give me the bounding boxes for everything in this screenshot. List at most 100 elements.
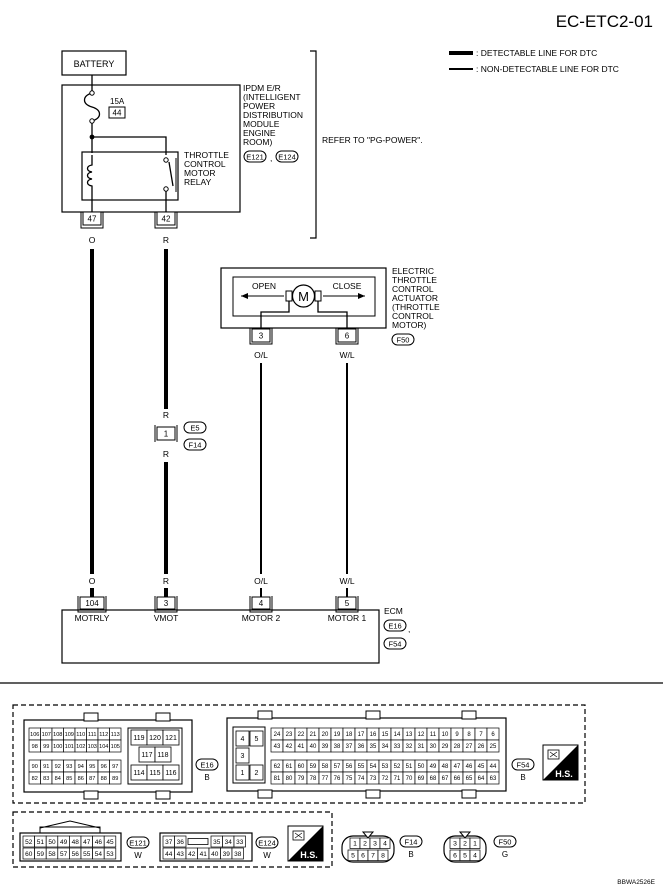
ecm-terminal-name: MOTRLY — [75, 613, 110, 623]
cavity-number: 120 — [149, 735, 161, 742]
cavity-number: 71 — [394, 776, 401, 782]
cavity-number: 85 — [66, 776, 72, 782]
cavity-number: 38 — [334, 744, 341, 750]
cavity-number: 89 — [112, 776, 118, 782]
connector-symbol-icon — [292, 830, 305, 841]
cavity-number: 64 — [478, 776, 485, 782]
connector-oval-f14 — [183, 438, 207, 451]
cavity — [109, 739, 122, 753]
ecm-label: ECM — [384, 606, 403, 616]
connector-id-f14 — [399, 835, 423, 848]
pin-number: 4 — [259, 599, 264, 608]
cavity-number: 107 — [42, 732, 51, 738]
cavity-number: 78 — [310, 776, 317, 782]
cavity-number: 91 — [43, 764, 49, 770]
cavity-number: 32 — [406, 744, 413, 750]
cavity-number: 106 — [30, 732, 39, 738]
cavity-number: 45 — [478, 764, 485, 770]
legend-non-detectable: : NON-DETECTABLE LINE FOR DTC — [476, 64, 619, 74]
actuator-box — [220, 267, 387, 329]
wire-color-label: O/L — [254, 576, 268, 586]
connector-oval-f50-label: F50 — [397, 336, 410, 345]
cavity-number: 13 — [406, 732, 413, 738]
cavity-number: 59 — [37, 851, 45, 858]
cavity-number: 63 — [490, 776, 497, 782]
cavity-number: 56 — [346, 764, 353, 770]
connector-id-f54-label: F54 — [517, 761, 530, 770]
cavity-number: 96 — [101, 764, 107, 770]
battery-label: BATTERY — [74, 59, 115, 69]
motor-brush-left — [285, 290, 293, 302]
relay-coil-icon — [86, 155, 93, 197]
cavity-number: 84 — [55, 776, 61, 782]
cavity-number: 67 — [442, 776, 449, 782]
connector-id-e16-label: E16 — [200, 761, 213, 770]
cavity-number: 103 — [88, 744, 97, 750]
connector-key — [187, 838, 209, 845]
fuse-number-box — [108, 106, 126, 119]
connector-id-e121 — [126, 836, 150, 849]
cavity-number: 99 — [43, 744, 49, 750]
cavity-number: 18 — [346, 732, 353, 738]
cavity-number: 118 — [157, 752, 168, 759]
cavity-number: 55 — [358, 764, 365, 770]
cavity-number: 38 — [234, 851, 242, 858]
cavity-number: 45 — [106, 839, 114, 846]
cavity — [486, 771, 500, 785]
cavity-number: 43 — [274, 744, 281, 750]
legend-detectable: : DETECTABLE LINE FOR DTC — [476, 48, 597, 58]
connector-oval-e121-label: E121 — [246, 153, 264, 162]
relay-box — [81, 151, 179, 201]
cavity-number: 47 — [83, 839, 91, 846]
pin-number: 42 — [162, 215, 171, 224]
close-label: CLOSE — [333, 281, 362, 291]
cavity-number: 5 — [351, 853, 355, 860]
wire-color-label: R — [163, 449, 169, 459]
cavity-number: 83 — [43, 776, 49, 782]
cavity-number: 111 — [88, 732, 97, 738]
cavity-number: 50 — [48, 839, 56, 846]
cavity-number: 2 — [255, 770, 259, 777]
wire-color-label: R — [163, 576, 169, 586]
cavity-number: 40 — [310, 744, 317, 750]
connector-oval-f54-label: F54 — [389, 640, 402, 649]
harness-side-badge: H.S. — [542, 744, 579, 781]
cavity-number: 62 — [274, 764, 281, 770]
ecm-terminal-name: VMOT — [154, 613, 179, 623]
cavity-number: 51 — [37, 839, 45, 846]
cavity-number: 19 — [334, 732, 341, 738]
cavity-number: 104 — [99, 744, 108, 750]
ipdm-line: DISTRIBUTION — [243, 110, 303, 120]
wire-color-label: W/L — [339, 350, 354, 360]
cavity-number: 86 — [78, 776, 84, 782]
cavity-number: 2 — [463, 841, 467, 848]
cavity-number: 25 — [490, 744, 497, 750]
cavity-number: 61 — [286, 764, 293, 770]
cavity-number: 8 — [467, 732, 471, 738]
connector-id-e124-label: E124 — [258, 839, 276, 848]
cavity — [379, 837, 391, 849]
connector-oval-e124-label: E124 — [278, 153, 296, 162]
cavity — [233, 835, 246, 848]
cavity-number: 33 — [394, 744, 401, 750]
connector-oval-f14-label: F14 — [189, 441, 202, 450]
cavity-number: 41 — [200, 851, 208, 858]
cavity-number: 31 — [418, 744, 425, 750]
cavity-number: 101 — [65, 744, 74, 750]
cavity-number: 60 — [298, 764, 305, 770]
wire-color-label: O — [89, 576, 96, 586]
cavity-number: 109 — [65, 732, 74, 738]
cavity-number: 102 — [76, 744, 85, 750]
cavity-number: 54 — [370, 764, 377, 770]
ipdm-internal-wire — [92, 136, 167, 155]
relay-label: THROTTLE CONTROL MOTOR RELAY — [184, 150, 229, 187]
cavity — [377, 849, 389, 861]
motor-brush-right — [314, 290, 322, 302]
cavity-number: 79 — [298, 776, 305, 782]
ipdm-line: MODULE — [243, 119, 280, 129]
cavity-number: 68 — [430, 776, 437, 782]
wire-color-label: O/L — [254, 350, 268, 360]
cavity-number: 1 — [473, 841, 477, 848]
